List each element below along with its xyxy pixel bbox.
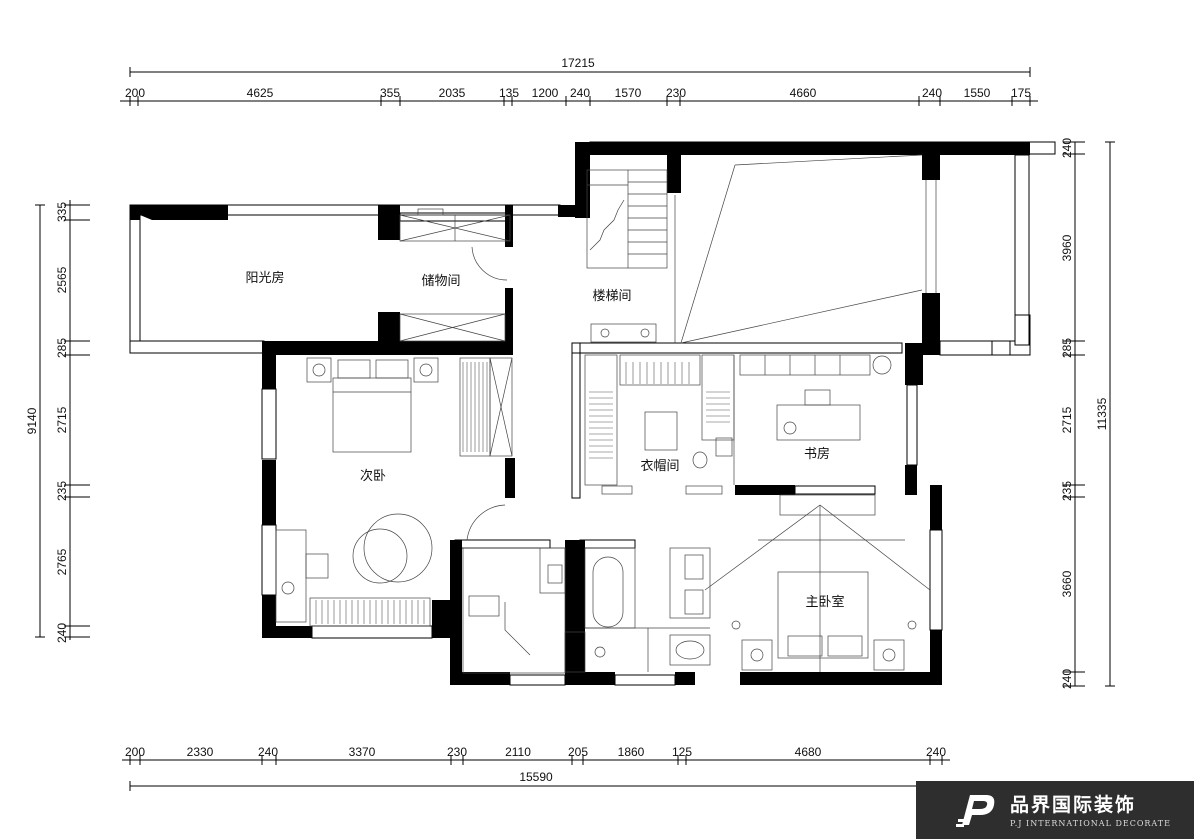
left-dim-3: 285: [55, 338, 69, 358]
top-dim-12: 1550: [964, 86, 991, 100]
top-dim-2: 4625: [247, 86, 274, 100]
walls: [129, 141, 1056, 686]
bathroom-fixtures: [462, 547, 711, 674]
top-dim-7: 240: [570, 86, 590, 100]
top-dim-6: 1200: [532, 86, 559, 100]
sunroom-label: 阳光房: [245, 270, 284, 286]
bottom-dim-4: 3370: [349, 745, 376, 759]
right-dim-1: 240: [1060, 138, 1074, 158]
top-dim-5: 135: [499, 86, 519, 100]
top-dim-8: 1570: [615, 86, 642, 100]
stairwell-label: 楼梯间: [592, 289, 631, 304]
brand-name-chinese: 品界国际装饰: [1010, 794, 1137, 816]
right-total-dimension: 11335: [1095, 397, 1109, 430]
left-dim-7: 240: [55, 623, 69, 643]
right-dim-2: 3960: [1060, 234, 1074, 261]
right-dim-3: 285: [1060, 338, 1074, 358]
bottom-dim-9: 125: [672, 745, 692, 759]
bottom-dim-11: 240: [926, 745, 946, 759]
bottom-ticks: [129, 755, 943, 765]
study-label: 书房: [804, 446, 830, 462]
right-dim-6: 3660: [1060, 570, 1074, 597]
bottom-dim-7: 205: [568, 745, 588, 759]
second-bedroom-furniture: [275, 357, 513, 627]
storage-label: 储物间: [421, 274, 460, 289]
bottom-dim-3: 240: [258, 745, 278, 759]
brand-name-english: P.J INTERNATIONAL DECORATE: [1010, 819, 1171, 828]
cloakroom-label: 衣帽间: [640, 458, 679, 474]
top-dim-4: 2035: [439, 86, 466, 100]
room-labels: 阳光房 储物间 楼梯间 次卧 衣帽间 书房 主卧室: [245, 270, 844, 610]
bottom-dim-8: 1860: [618, 745, 645, 759]
top-dim-10: 4660: [790, 86, 817, 100]
right-dim-4: 2715: [1060, 406, 1074, 433]
top-dim-1: 200: [125, 86, 145, 100]
left-dimension-chain: 9140 335 2565 285 2715 235 2765 240: [25, 200, 90, 643]
bottom-total-dimension: 15590: [519, 770, 553, 784]
left-total-dimension: 9140: [25, 407, 39, 434]
left-dim-1: 335: [55, 202, 69, 222]
second-bedroom-label: 次卧: [360, 468, 386, 484]
pj-logo-icon: [956, 795, 995, 827]
storage-cabinets: [399, 208, 657, 343]
bottom-dim-1: 200: [125, 745, 145, 759]
top-total-dimension: 17215: [561, 56, 595, 70]
brand-banner: 品界国际装饰 P.J INTERNATIONAL DECORATE: [916, 781, 1194, 839]
left-dim-4: 2715: [55, 406, 69, 433]
right-dim-5: 235: [1060, 481, 1074, 501]
bottom-dim-5: 230: [447, 745, 467, 759]
bottom-dimension-chain: 200 2330 240 3370 230 2110 205 1860 125 …: [122, 745, 950, 791]
left-ticks: [64, 204, 90, 638]
staircase: [586, 154, 937, 344]
left-dim-6: 2765: [55, 548, 69, 575]
bottom-dim-2: 2330: [187, 745, 214, 759]
master-bedroom-furniture: [704, 504, 931, 672]
right-dimension-chain: 240 3960 285 2715 235 3660 240 11335: [1060, 138, 1115, 689]
top-dim-9: 230: [666, 86, 686, 100]
top-dim-11: 240: [922, 86, 942, 100]
top-ticks: [129, 96, 1031, 106]
top-dim-13: 175: [1011, 86, 1031, 100]
bottom-dim-10: 4680: [795, 745, 822, 759]
left-dim-2: 2565: [55, 266, 69, 293]
right-ticks: [1063, 141, 1085, 687]
master-bedroom-label: 主卧室: [805, 594, 844, 610]
left-dim-5: 235: [55, 481, 69, 501]
cloakroom-study-furniture: [584, 354, 892, 516]
bottom-dim-6: 2110: [505, 745, 531, 759]
right-dim-7: 240: [1060, 669, 1074, 689]
top-dimension-chain: 17215 200 4625 355 2035 135 1200 240 157…: [120, 56, 1038, 106]
top-dim-3: 355: [380, 86, 400, 100]
